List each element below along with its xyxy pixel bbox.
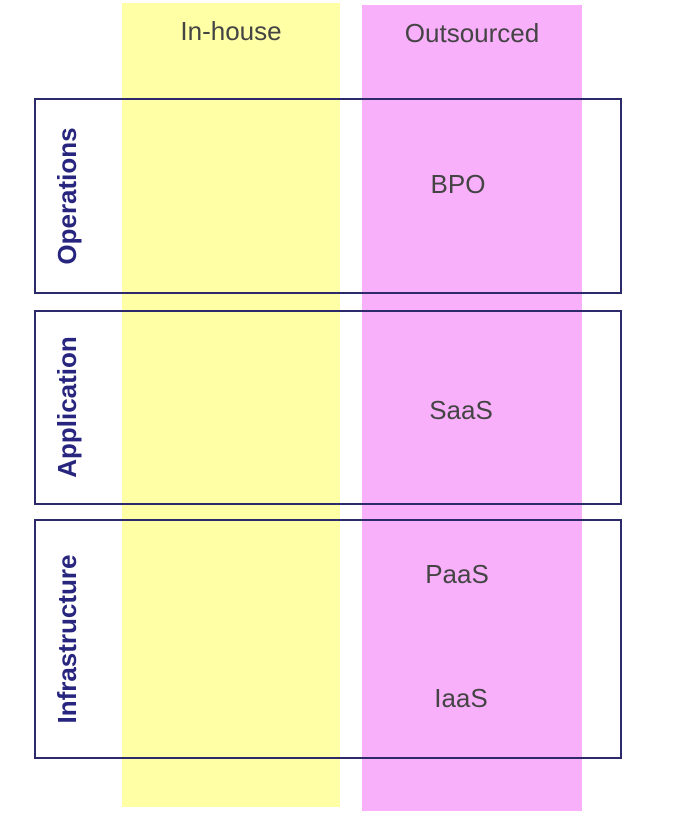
infrastructure-label: Infrastructure xyxy=(52,554,82,724)
iaas-label: IaaS xyxy=(434,683,488,713)
outsourced-column xyxy=(362,5,582,811)
infrastructure-row xyxy=(34,519,622,759)
application-label: Application xyxy=(52,336,82,478)
paas-label: PaaS xyxy=(425,559,489,589)
inhouse-header: In-house xyxy=(180,16,282,46)
application-row xyxy=(34,310,622,505)
saas-label: SaaS xyxy=(429,395,493,425)
inhouse-column xyxy=(122,3,340,807)
outsourced-header: Outsourced xyxy=(404,18,540,48)
operations-row xyxy=(34,98,622,294)
bpo-label: BPO xyxy=(430,169,486,199)
operations-label: Operations xyxy=(52,127,82,265)
